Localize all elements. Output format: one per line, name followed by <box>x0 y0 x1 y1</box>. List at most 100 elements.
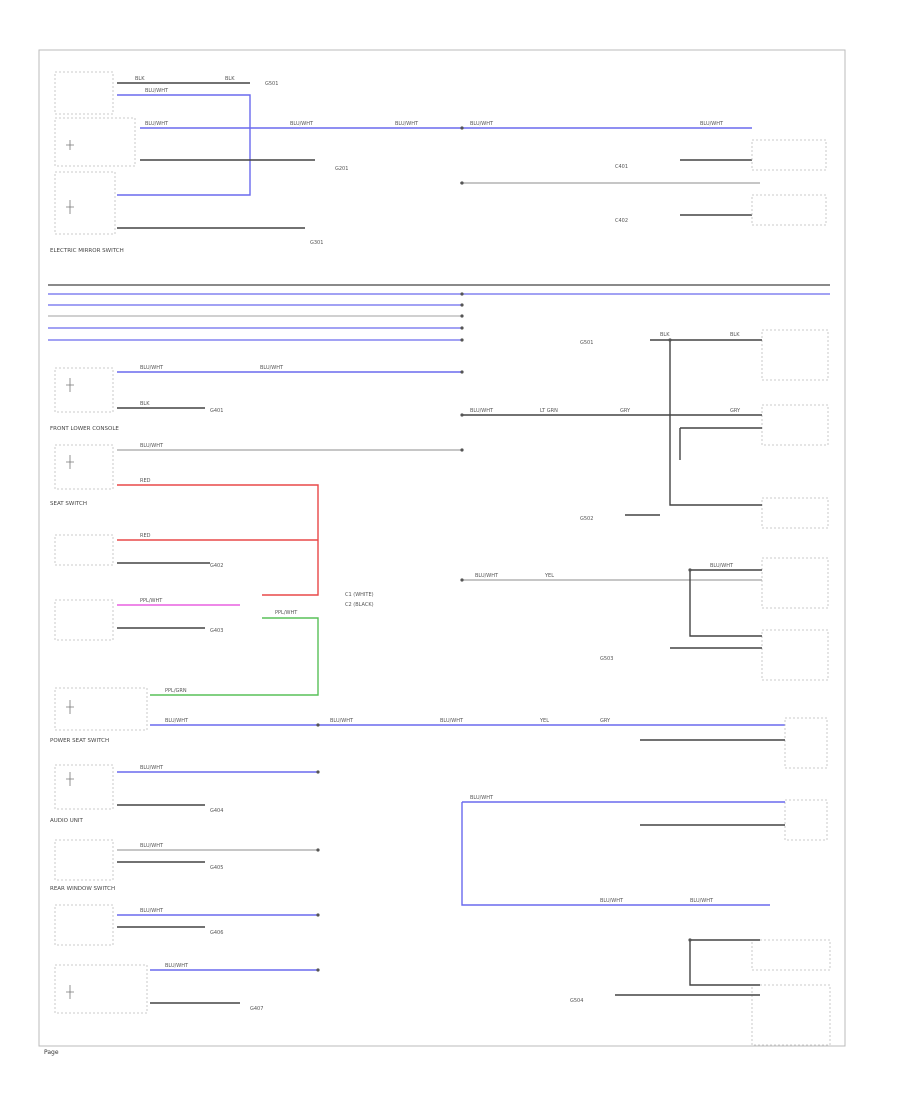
switch-symbol <box>66 772 74 786</box>
ground-label: G401 <box>210 408 223 414</box>
wire-code: BLU/WHT <box>140 843 164 849</box>
component-box <box>54 764 114 810</box>
splice-dot <box>688 938 692 942</box>
front-lower-console-label: FRONT LOWER CONSOLE <box>50 426 119 432</box>
component-box <box>54 444 114 490</box>
wire-code: BLU/WHT <box>700 121 724 127</box>
component-box <box>54 599 114 641</box>
wire-code: PPL/WHT <box>140 598 163 604</box>
wire-code: BLU/WHT <box>330 718 354 724</box>
wire-code: RED <box>140 533 151 539</box>
component-box <box>761 329 829 381</box>
legend-item: C2 (BLACK) <box>345 602 374 608</box>
wire-code: GRY <box>730 408 741 414</box>
connector-label: C401 <box>615 164 628 170</box>
wire-dark <box>689 570 762 637</box>
wire-code: BLK <box>140 401 150 407</box>
wire-code: BLU/WHT <box>140 443 164 449</box>
ground-label: G502 <box>580 516 593 522</box>
wire-code: YEL <box>544 573 554 579</box>
splice-dot <box>316 848 320 852</box>
switch-symbols <box>66 140 74 999</box>
wire-code: BLU/WHT <box>290 121 314 127</box>
component-box <box>751 984 831 1046</box>
wire-code: BLU/WHT <box>470 408 494 414</box>
splice-dot <box>460 126 464 130</box>
ground-label: G404 <box>210 808 223 814</box>
component-box <box>761 404 829 446</box>
wire-dark <box>689 940 760 986</box>
splice-dot <box>460 448 464 452</box>
wire-code: BLU/WHT <box>140 765 164 771</box>
rear-window-switch-label: REAR WINDOW SWITCH <box>50 886 115 892</box>
wire-blue <box>461 802 770 906</box>
wire-code: BLU/WHT <box>440 718 464 724</box>
ground-label: G406 <box>210 930 223 936</box>
top-left-text: BLK BLK BLU/WHT G501 BLU/WHT BLU/WHT BLU… <box>135 76 724 246</box>
ground-label: G501 <box>580 340 593 346</box>
wires-top-left <box>117 82 760 229</box>
splice-dot <box>460 292 464 296</box>
splice-points <box>316 126 692 972</box>
splice-dot <box>316 723 320 727</box>
splice-dot <box>460 303 464 307</box>
wire-code: BLU/WHT <box>470 121 494 127</box>
right-top-components <box>751 139 827 226</box>
component-box <box>751 194 827 226</box>
wire-code: BLU/WHT <box>140 908 164 914</box>
wire-code: BLU/WHT <box>165 718 189 724</box>
splice-dot <box>460 338 464 342</box>
wire-green <box>150 617 319 696</box>
left-mid-text: BLU/WHT BLU/WHT BLK BLU/WHT RED RED PPL/… <box>140 365 464 1012</box>
wire-code: BLU/WHT <box>145 121 169 127</box>
component-box <box>54 171 116 235</box>
wire-code: G501 <box>265 81 278 87</box>
electric-mirror-switch-label: ELECTRIC MIRROR SWITCH <box>50 248 124 254</box>
wires-left-middle <box>117 371 785 1004</box>
wire-code: LT GRN <box>540 408 558 414</box>
wire-code: BLU/WHT <box>710 563 734 569</box>
splice-dot <box>460 314 464 318</box>
splice-dot <box>668 338 672 342</box>
component-box <box>54 117 136 167</box>
component-box <box>761 497 829 529</box>
wire-code: GRY <box>600 718 611 724</box>
top-left-components <box>54 71 136 235</box>
component-box <box>784 717 828 769</box>
switch-symbol <box>66 985 74 999</box>
splice-dot <box>316 913 320 917</box>
ground-label: G402 <box>210 563 223 569</box>
component-box <box>751 139 827 171</box>
component-box <box>54 839 114 881</box>
wire-code: RED <box>140 478 151 484</box>
component-box <box>54 904 114 946</box>
wire-blue <box>117 94 251 196</box>
wire-code: BLU/WHT <box>165 963 189 969</box>
splice-dot <box>460 370 464 374</box>
switch-symbol <box>66 378 74 392</box>
page-border <box>38 49 846 1047</box>
wire-code: BLU/WHT <box>140 365 164 371</box>
ground-label: G503 <box>600 656 613 662</box>
wire-code: BLU/WHT <box>600 898 624 904</box>
component-box <box>54 964 148 1014</box>
wire-code: BLK <box>660 332 670 338</box>
component-box <box>54 687 148 731</box>
wire-code: BLK <box>730 332 740 338</box>
wire-code: BLU/WHT <box>475 573 499 579</box>
component-box <box>54 534 114 566</box>
wire-code: GRY <box>620 408 631 414</box>
wire-code: PPL/WHT <box>275 610 298 616</box>
bus-lines <box>48 284 830 341</box>
wire-code: BLU/WHT <box>470 795 494 801</box>
component-box <box>54 71 114 115</box>
switch-symbol <box>66 455 74 469</box>
audio-unit-label: AUDIO UNIT <box>50 818 83 824</box>
component-box <box>761 557 829 609</box>
ground-label: G201 <box>335 166 348 172</box>
ground-label: G405 <box>210 865 223 871</box>
component-box <box>784 799 828 841</box>
left-mid-components <box>54 367 148 1014</box>
legend-item: C1 (WHITE) <box>345 592 374 598</box>
